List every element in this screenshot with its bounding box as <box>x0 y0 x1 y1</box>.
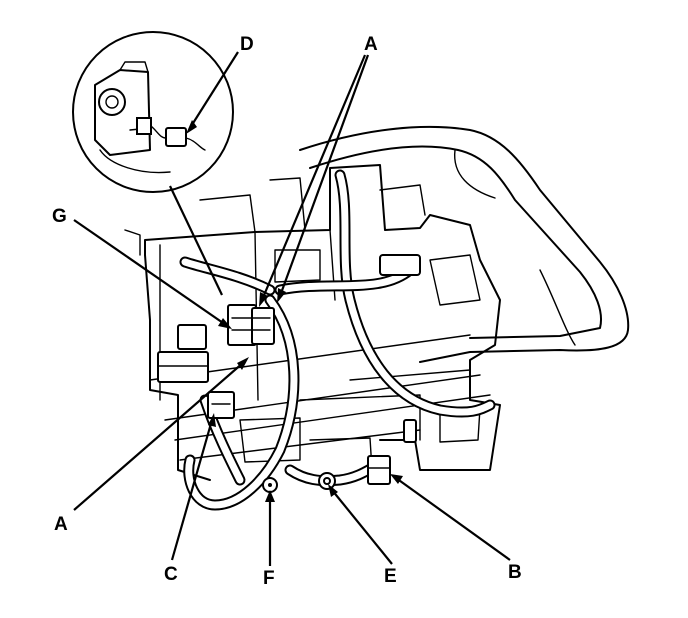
callout-label-a-left: A <box>54 514 68 535</box>
callout-label-d: D <box>240 34 254 55</box>
callout-label-a-top: A <box>364 34 378 55</box>
ground-terminal-f <box>262 477 278 493</box>
callout-label-c: C <box>164 564 178 585</box>
callout-label-e: E <box>384 566 397 587</box>
callout-label-b: B <box>508 562 522 583</box>
housing <box>124 164 501 481</box>
detail-circle <box>72 31 234 193</box>
callout-label-f: F <box>263 568 275 589</box>
dashboard-outline <box>299 125 630 363</box>
connector-c <box>207 391 235 419</box>
leader-lines <box>73 51 511 566</box>
connector-g <box>227 304 275 346</box>
connector-b <box>367 455 391 485</box>
connector-left-upper <box>157 324 209 383</box>
callout-label-g: G <box>52 206 67 227</box>
ground-terminal-e <box>318 472 336 490</box>
wire-harness <box>179 169 496 511</box>
clip-right <box>379 254 421 443</box>
